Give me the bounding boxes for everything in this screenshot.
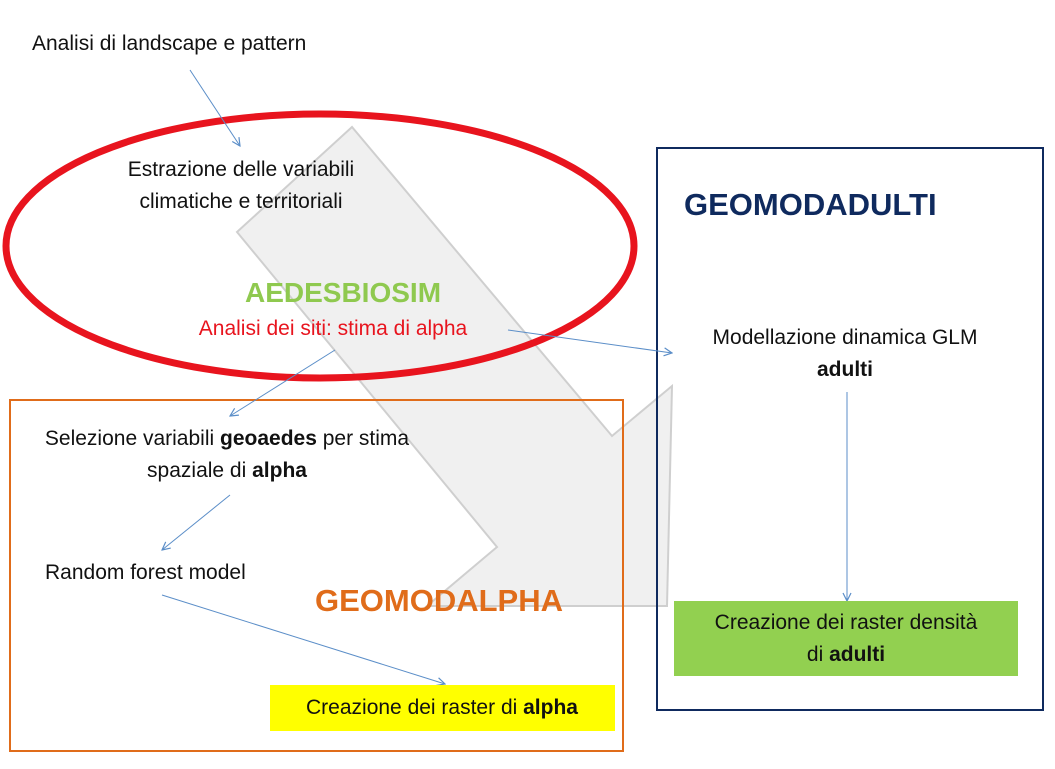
modellazione-label: Modellazione dinamica GLM adulti (713, 322, 978, 386)
estrazione-line-2: climatiche e territoriali (139, 190, 343, 213)
arrow-selezione-to-random-forest (162, 494, 231, 550)
di-bold-text: adulti (829, 643, 886, 666)
aedesbiosim-ellipse (2, 110, 638, 382)
raster-alpha-pre-text: Creazione dei raster di (306, 696, 524, 719)
modellazione-line-1: Modellazione dinamica GLM (712, 326, 978, 349)
raster-alpha-bold-text: alpha (523, 696, 578, 719)
geomodadulti-frame (656, 147, 1044, 711)
arrow-random-forest-to-raster-alpha (161, 594, 445, 684)
arrow-analisi-to-selezione (230, 349, 336, 416)
selezione-pre-text: Selezione variabili (44, 427, 221, 450)
landscape-text: Analisi di landscape e pattern (32, 32, 307, 55)
modellazione-line-2: adulti (817, 358, 873, 381)
selezione-line-2: spaziale di alpha (45, 455, 409, 487)
landscape-label: Analisi di landscape e pattern (32, 28, 306, 60)
spaziale-bold-text: alpha (252, 459, 307, 482)
random-forest-label: Random forest model (45, 561, 246, 584)
aedesbiosim-title: AEDESBIOSIM (244, 277, 442, 308)
selezione-line-1: Selezione variabili geoaedes per stima (45, 423, 409, 455)
raster-alpha-box (270, 685, 615, 731)
geomodalpha-title: GEOMODALPHA (315, 583, 563, 618)
geomodadulti-title: GEOMODADULTI (684, 187, 937, 222)
analisi-siti-label: Analisi dei siti: stima di alpha (198, 317, 468, 340)
estrazione-label: Estrazione delle variabili climatiche e … (128, 154, 354, 218)
geomodalpha-frame (9, 399, 624, 752)
raster-alpha-label: Creazione dei raster di alpha (306, 692, 578, 724)
selezione-bold-text: geoaedes (220, 427, 317, 450)
di-pre-text: di (806, 643, 830, 666)
raster-densita-line-1: Creazione dei raster densità (714, 611, 978, 634)
selezione-label: Selezione variabili geoaedes per stima s… (45, 423, 409, 487)
spaziale-pre-text: spaziale di (147, 459, 253, 482)
estrazione-line-1: Estrazione delle variabili (127, 158, 355, 181)
raster-densita-box (674, 601, 1018, 676)
arrow-analisi-to-modellazione (507, 329, 672, 353)
raster-densita-line-2: di adulti (715, 639, 978, 671)
raster-densita-label: Creazione dei raster densità di adulti (715, 607, 978, 671)
selezione-post-text: per stima (316, 427, 410, 450)
arrow-landscape-to-estrazione (189, 69, 240, 146)
